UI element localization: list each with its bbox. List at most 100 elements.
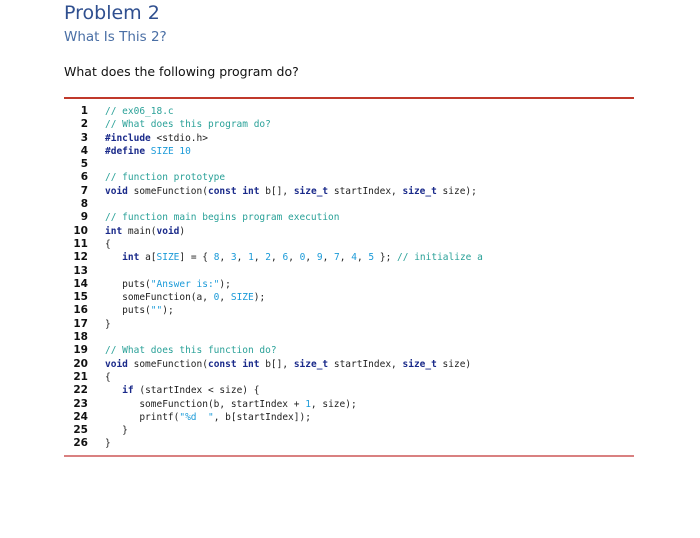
line-number: 10	[73, 224, 88, 237]
code-line: 19 // What does this function do?	[64, 344, 634, 357]
code-token: );	[162, 305, 174, 317]
problem-subtitle: What Is This 2?	[64, 29, 167, 45]
code-token: #define	[105, 145, 146, 157]
code-token: {	[105, 371, 111, 383]
code-token: // What does this function do?	[105, 345, 277, 357]
code-text: {	[105, 371, 111, 384]
code-text: printf("%d ", b[startIndex]);	[105, 411, 311, 424]
code-token: ""	[150, 305, 163, 317]
code-token: int	[242, 358, 260, 370]
code-token: a[	[139, 252, 157, 264]
code-text: puts("Answer is:");	[105, 278, 231, 291]
code-line: 18	[64, 331, 634, 344]
code-token: )	[179, 225, 186, 237]
code-text: // What does this program do?	[105, 118, 271, 131]
code-line: 14 puts("Answer is:");	[64, 278, 634, 291]
code-line: 7 void someFunction(const int b[], size_t…	[64, 185, 634, 198]
code-line: 9// function main begins program executi…	[64, 211, 634, 224]
code-token: // ex06_18.c	[105, 106, 174, 117]
code-text: // What does this function do?	[105, 344, 277, 357]
code-text: someFunction(a, 0, SIZE);	[105, 291, 265, 304]
code-line: 22 if (startIndex < size) {	[64, 384, 634, 397]
code-line: 12 int a[SIZE] = { 8, 3, 1, 2, 6, 0, 9, …	[64, 251, 634, 264]
code-token: 3	[230, 252, 237, 264]
code-token: }	[105, 425, 128, 437]
code-token: SIZE	[150, 145, 174, 157]
code-token: // function prototype	[105, 172, 226, 184]
code-token: // initialize a	[397, 252, 483, 264]
code-token: ,	[339, 252, 352, 264]
line-number: 18	[73, 331, 88, 344]
code-line: 2// What does this program do?	[64, 118, 634, 131]
code-token: void	[105, 185, 128, 197]
line-number: 26	[73, 437, 88, 450]
problem-title: Problem 2	[64, 2, 160, 24]
code-token: ,	[271, 252, 283, 264]
code-line: 5	[64, 158, 634, 171]
code-text: // ex06_18.c	[105, 105, 174, 118]
line-number: 14	[73, 277, 88, 290]
code-token: printf(	[105, 411, 180, 423]
code-token: 10	[179, 145, 191, 157]
code-text: void someFunction(const int b[], size_t …	[105, 185, 477, 198]
code-token: void	[156, 225, 180, 237]
code-token: 4	[351, 252, 357, 264]
line-number: 13	[73, 264, 88, 277]
code-token: ] = {	[179, 252, 214, 264]
code-token: <stdio.h>	[150, 132, 208, 144]
code-token: 2	[265, 252, 272, 264]
code-token	[105, 252, 122, 263]
line-number: 1	[80, 105, 88, 117]
code-line: 1 // ex06_18.c	[64, 105, 634, 118]
line-number: 15	[73, 291, 88, 304]
code-token: someFunction(	[127, 185, 208, 197]
line-number: 19	[73, 344, 88, 357]
line-number: 21	[73, 370, 88, 383]
code-token: 7	[334, 252, 340, 264]
code-line: 10 int main(void)	[64, 225, 634, 238]
line-number: 6	[80, 171, 88, 184]
code-text: int main(void)	[105, 225, 185, 238]
code-token: ,	[219, 252, 231, 264]
code-token: void	[105, 358, 128, 370]
code-token: startIndex,	[328, 185, 403, 197]
code-token: 0	[299, 252, 306, 264]
code-token: 5	[368, 252, 375, 264]
line-number: 16	[73, 304, 88, 317]
code-text: puts("");	[105, 304, 174, 317]
line-number: 3	[80, 131, 88, 144]
code-line: 8	[64, 198, 634, 211]
code-token: 1	[305, 398, 311, 410]
code-token: size)	[436, 358, 472, 370]
code-token: };	[374, 252, 398, 264]
code-token: (startIndex < size) {	[133, 385, 260, 397]
code-text: void someFunction(const int b[], size_t …	[105, 358, 471, 371]
code-text: }	[105, 437, 111, 450]
code-token: b[],	[259, 185, 294, 197]
code-token: // function main begins program executio…	[105, 212, 340, 224]
code-line: 17}	[64, 318, 634, 331]
line-number: 12	[73, 251, 88, 264]
code-line: 11{	[64, 238, 634, 251]
code-text: }	[105, 318, 111, 331]
line-number: 17	[73, 317, 88, 330]
code-token: ,	[305, 252, 317, 264]
code-token: 1	[248, 252, 254, 264]
code-token: ,	[288, 252, 300, 264]
line-number: 11	[73, 237, 88, 250]
code-token: }	[105, 318, 111, 330]
code-token: 0	[213, 292, 220, 304]
code-line: 15 someFunction(a, 0, SIZE);	[64, 291, 634, 304]
code-token: main(	[122, 225, 157, 237]
line-number: 23	[73, 397, 88, 410]
code-text: #include <stdio.h>	[105, 132, 208, 145]
code-token: "Answer is:"	[150, 278, 220, 290]
line-number: 25	[73, 424, 88, 437]
code-token: );	[219, 278, 231, 290]
code-token: size_t	[402, 185, 437, 197]
code-token: ,	[356, 252, 369, 264]
code-text: // function main begins program executio…	[105, 211, 340, 224]
code-line: 25 }	[64, 424, 634, 437]
question-text: What does the following program do?	[64, 64, 299, 79]
line-number: 7	[80, 184, 88, 197]
